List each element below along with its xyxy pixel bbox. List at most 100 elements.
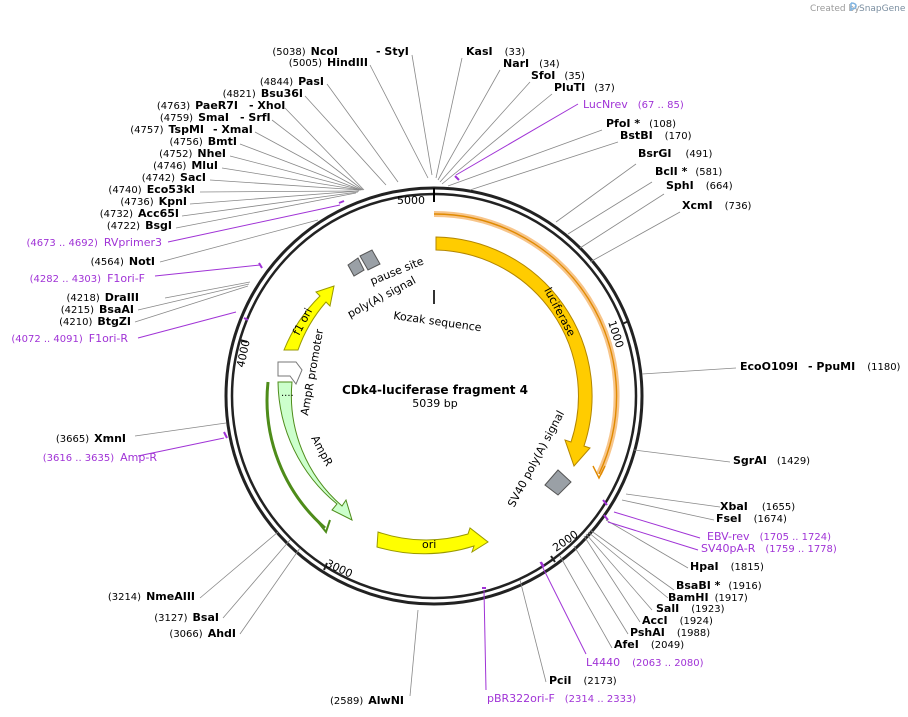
site-name: BstBI: [620, 129, 653, 142]
site-name: BamHI: [668, 591, 709, 604]
ampr-promoter-feature[interactable]: [277, 361, 303, 385]
primer-leader-lines: [137, 103, 701, 691]
site-name: PasI: [298, 75, 324, 88]
site-pos: (35): [564, 71, 585, 82]
site-pos: (4740): [108, 185, 141, 196]
site-name: NarI: [503, 57, 529, 70]
site-name: DraIII: [105, 291, 139, 304]
site-name: NcoI: [311, 45, 338, 58]
svg-text:HpaI(1815): HpaI(1815): [690, 560, 764, 573]
svg-text:(4215)BsaAI: (4215)BsaAI: [61, 303, 134, 316]
primer-name: Amp-R: [120, 451, 157, 464]
primer-pos: (1705 .. 1724): [760, 532, 832, 543]
svg-text:(4722)BsgI: (4722)BsgI: [107, 219, 172, 232]
site-pos: (3665): [56, 434, 89, 445]
site-name: BmtI: [208, 135, 237, 148]
svg-text:(4282 .. 4303)F1ori-F: (4282 .. 4303)F1ori-F: [30, 272, 145, 285]
site-name: AccI: [642, 614, 668, 627]
plasmid-name: CDk4-luciferase fragment 4: [342, 383, 528, 397]
site-pos: (736): [725, 201, 752, 212]
luciferase-label: luciferase: [541, 285, 578, 339]
tick-2000: [550, 555, 556, 563]
primer-pos: (2314 .. 2333): [565, 694, 637, 705]
tick-label-5000: 5000: [397, 194, 425, 207]
site-pos: (1988): [677, 628, 710, 639]
site-pos: (34): [539, 59, 560, 70]
svg-text:NarI(34): NarI (34): [503, 57, 560, 70]
site-name: AlwNI: [368, 694, 404, 707]
ampr-strand-line: [265, 381, 326, 530]
svg-text:SphI(664): SphI(664): [666, 179, 733, 192]
site-pos: (2589): [330, 696, 363, 707]
site-pos: (4746): [153, 161, 186, 172]
primer-pos: (3616 .. 3635): [43, 453, 115, 464]
svg-text:PshAI(1988): PshAI (1988): [630, 626, 710, 639]
site-leader-lines: [134, 54, 737, 697]
sv40-polya-feature[interactable]: [544, 469, 572, 496]
site-pos: (5005): [289, 58, 322, 69]
site-pos: (4722): [107, 221, 140, 232]
svg-text:(3127)BsaI: (3127)BsaI: [154, 611, 219, 624]
svg-text:LucNrev(67 .. 85): LucNrev (67 .. 85): [583, 98, 684, 111]
pause-site-feature[interactable]: [359, 249, 381, 271]
kozak-label: Kozak sequence: [393, 309, 483, 334]
site-name: PluTI: [554, 81, 585, 94]
site-pos: (37): [594, 83, 615, 94]
site-name: HindIII: [327, 56, 368, 69]
site-name: Eco53kI: [147, 183, 195, 196]
svg-text:BstBI(170): BstBI(170): [620, 129, 692, 142]
svg-text:(4746)MluI: (4746)MluI: [153, 159, 218, 172]
site-pos: (4752): [159, 149, 192, 160]
site-pos: (1924): [680, 616, 713, 627]
primer-pos: (67 .. 85): [638, 100, 684, 111]
svg-text:PciI(2173): PciI(2173): [549, 674, 617, 687]
site-pos: (1923): [691, 604, 724, 615]
site-name: BtgZI: [97, 315, 131, 328]
svg-text:SalI(1923): SalI(1923): [656, 602, 725, 615]
site-pos: (5038): [272, 47, 305, 58]
ampr-promoter-dots: ....: [281, 388, 294, 399]
site-pos: (581): [695, 167, 722, 178]
site-pos: (4218): [66, 293, 99, 304]
svg-text:(3214)NmeAIII: (3214)NmeAIII: [108, 590, 195, 603]
site-pos: (1674): [754, 514, 787, 525]
site-pos: (4756): [170, 137, 203, 148]
primer-name: RVprimer3: [104, 236, 162, 249]
luciferase-feature[interactable]: [435, 236, 593, 467]
svg-text:(3066)AhdI: (3066)AhdI: [169, 627, 236, 640]
site-name: FseI: [716, 512, 742, 525]
site-pos: (108): [649, 119, 676, 130]
svg-text:(4756)BmtI: (4756) BmtI: [170, 135, 237, 148]
plasmid-length: 5039 bp: [412, 397, 457, 410]
primer-name: SV40pA-R: [701, 542, 756, 555]
f1ori-feature[interactable]: [283, 285, 335, 351]
svg-text:(4821)Bsu36I: (4821)Bsu36I: [223, 87, 303, 100]
svg-text:(4673 .. 4692)RVprimer3: (4673 .. 4692)RVprimer3: [26, 236, 162, 249]
site-name: XcmI: [682, 199, 713, 212]
primer-name: LucNrev: [583, 98, 628, 111]
svg-text:pBR322ori-F(2314 .. 2333): pBR322ori-F(2314 .. 2333): [487, 692, 636, 705]
svg-text:SfoI(35): SfoI(35): [531, 69, 585, 82]
polya-signal-feature[interactable]: [347, 257, 365, 277]
site-pos: (4736): [120, 197, 153, 208]
primer-pos: (1759 .. 1778): [765, 544, 837, 555]
tick-3000: [323, 562, 328, 571]
primer-name: F1ori-F: [107, 272, 145, 285]
primer-name: F1ori-R: [89, 332, 129, 345]
svg-text:PluTI(37): PluTI (37): [554, 81, 615, 94]
ori-feature[interactable]: [376, 527, 489, 555]
site-name: XmnI: [94, 432, 126, 445]
svg-text:BamHI(1917): BamHI(1917): [668, 591, 748, 604]
svg-text:XbaI(1655): XbaI(1655): [720, 500, 795, 513]
svg-text:(4740)Eco53kI: (4740) Eco53kI: [108, 183, 195, 196]
site-pos: (4763): [157, 101, 190, 112]
site-pos: (2049): [651, 640, 684, 651]
site-name: EcoO109I: [740, 360, 798, 373]
ampr-feature[interactable]: [277, 381, 353, 521]
site-pos: (4564): [91, 257, 124, 268]
site-name: PshAI: [630, 626, 665, 639]
primer-name: L4440: [586, 656, 620, 669]
ampr-label: AmpR: [308, 433, 335, 468]
primer-name: EBV-rev: [707, 530, 750, 543]
